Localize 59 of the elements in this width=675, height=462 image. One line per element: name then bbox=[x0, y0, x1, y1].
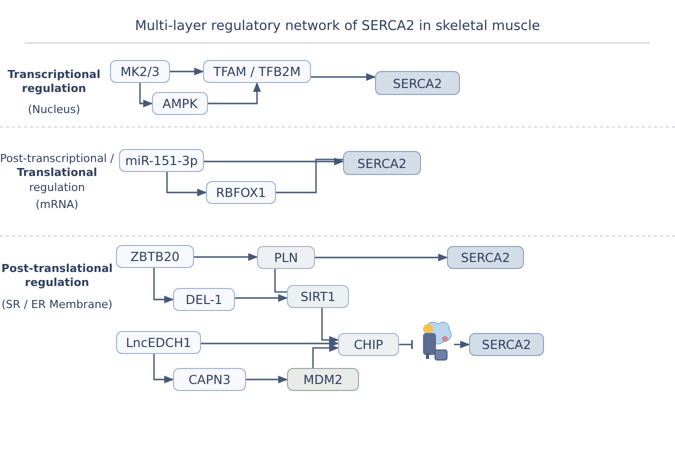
process-box bbox=[152, 92, 208, 115]
arrow bbox=[139, 83, 153, 108]
process-box bbox=[375, 71, 460, 95]
node-label: miR-151-3p bbox=[125, 153, 198, 168]
arrow bbox=[204, 158, 344, 166]
process-box bbox=[447, 246, 524, 269]
arrow bbox=[235, 294, 288, 302]
arrow bbox=[194, 253, 258, 261]
node-label: SERCA2 bbox=[482, 337, 532, 352]
process-box bbox=[257, 246, 315, 269]
process-box bbox=[203, 60, 311, 83]
arrow bbox=[315, 254, 448, 262]
row-label: (SR / ER Membrane) bbox=[0, 298, 114, 312]
diagram-title: Multi-layer regulatory network of SERCA2 in skeletal muscle bbox=[134, 18, 542, 34]
node-label: CHIP bbox=[354, 337, 384, 352]
process-box bbox=[287, 285, 349, 308]
arrow bbox=[153, 354, 174, 384]
node-label: SIRT1 bbox=[300, 289, 336, 304]
process-box bbox=[116, 245, 194, 268]
node-label: MDM2 bbox=[303, 372, 343, 387]
row-label: Transcriptional regulation bbox=[6, 68, 102, 97]
arrow bbox=[166, 172, 207, 196]
arrow bbox=[170, 68, 204, 76]
process-box bbox=[173, 288, 235, 311]
process-box bbox=[343, 151, 421, 175]
process-box bbox=[206, 181, 276, 204]
node-label: LncEDCH1 bbox=[126, 335, 192, 350]
row-label: (mRNA) bbox=[34, 198, 80, 212]
process-box bbox=[338, 333, 399, 356]
process-box bbox=[119, 149, 204, 172]
arrow bbox=[246, 376, 288, 384]
process-box bbox=[287, 368, 359, 391]
arrow bbox=[454, 340, 470, 348]
arrow bbox=[208, 82, 261, 104]
node-label: SERCA2 bbox=[357, 156, 407, 170]
row-label: Post-transcriptional / Translational regulation bbox=[0, 152, 114, 195]
arrow bbox=[201, 340, 339, 348]
node-label: SERCA2 bbox=[392, 76, 442, 90]
process-box bbox=[469, 333, 544, 356]
node-label: SERCA2 bbox=[460, 250, 510, 265]
arrow bbox=[153, 268, 174, 304]
node-label: ZBTB20 bbox=[130, 249, 180, 264]
node-label: CAPN3 bbox=[188, 372, 231, 387]
node-label: DEL-1 bbox=[186, 292, 222, 307]
connector-line bbox=[274, 269, 287, 293]
connector-line bbox=[276, 158, 343, 194]
node-label: TFAM / TFB2M bbox=[213, 64, 301, 79]
row-label: Post-translational regulation bbox=[0, 262, 114, 291]
node-label: RBFOX1 bbox=[216, 185, 266, 200]
arrow bbox=[311, 73, 376, 81]
process-box bbox=[110, 60, 170, 83]
arrow bbox=[321, 308, 339, 344]
node-label: PLN bbox=[274, 250, 298, 265]
process-box bbox=[173, 368, 246, 391]
node-label: MK2/3 bbox=[120, 64, 160, 79]
process-box bbox=[116, 331, 201, 354]
row-label: (Nucleus) bbox=[26, 103, 82, 118]
node-label: AMPK bbox=[162, 96, 198, 111]
arrow bbox=[312, 344, 339, 368]
